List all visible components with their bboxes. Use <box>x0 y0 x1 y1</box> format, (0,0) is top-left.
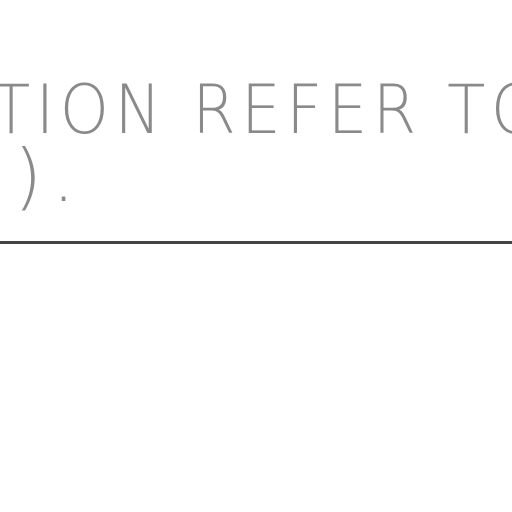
note-text-line-1: TION REFER TO <box>0 71 512 150</box>
horizontal-rule <box>0 241 512 244</box>
note-text-line-2: ). <box>14 134 85 218</box>
